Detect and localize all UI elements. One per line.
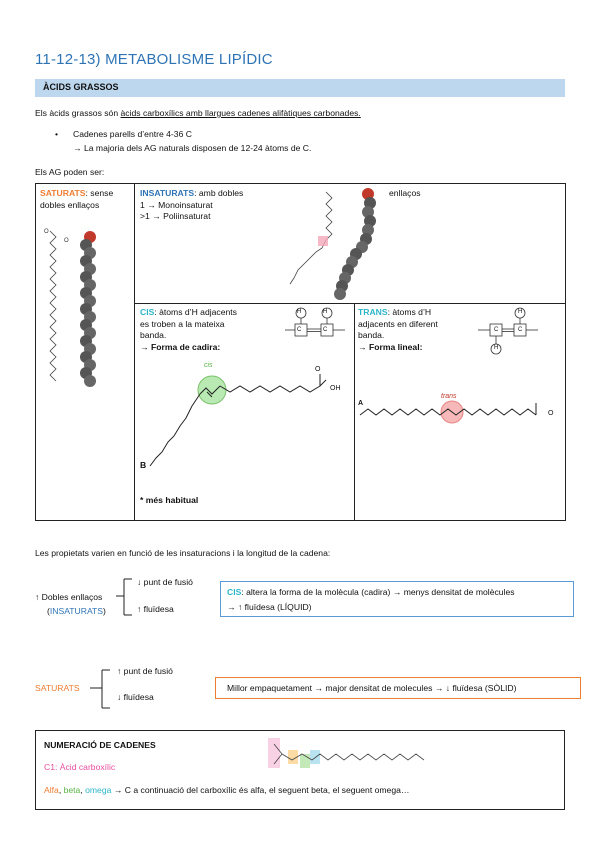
fatty-acid-types-table: SATURATS: sense dobles enllaços INSATURA… bbox=[35, 183, 566, 521]
trans-text: : àtoms d’H bbox=[387, 307, 432, 317]
trans-mark: trans bbox=[441, 393, 457, 400]
saturats-text: : sense bbox=[85, 188, 114, 198]
trans-cell: TRANS: àtoms d’H adjacents en diferent b… bbox=[358, 307, 438, 353]
cis-explanation-box: CIS: altera la forma de la molècula (cad… bbox=[220, 581, 574, 617]
cis-explanation-text: : altera la forma de la molècula (cadira… bbox=[241, 587, 515, 597]
trans-h1: H bbox=[518, 309, 523, 315]
numbered-chain-icon bbox=[268, 738, 425, 768]
cis-mark: cis bbox=[204, 362, 213, 369]
insaturats-paren: (INSATURATS) bbox=[47, 606, 106, 616]
bracket-icon bbox=[116, 578, 132, 616]
separator: , bbox=[58, 785, 64, 795]
poliinsaturat-line: >1 → Poliinsaturat bbox=[140, 211, 211, 221]
insaturats-text-cont: enllaços bbox=[389, 188, 421, 198]
saturats-explanation-box: Millor empaquetament → major densitat de… bbox=[215, 677, 581, 699]
trans-shape: → Forma lineal: bbox=[358, 341, 423, 352]
fluidesa-down: ↓ fluïdesa bbox=[117, 692, 154, 702]
bullet-dot: • bbox=[55, 129, 59, 139]
trans-text-2: adjacents en diferent bbox=[358, 318, 438, 329]
section-header: ÀCIDS GRASSOS bbox=[35, 79, 565, 97]
cis-note: * més habitual bbox=[140, 495, 199, 505]
trans-label-a: A bbox=[358, 400, 364, 407]
saturats-prop-label: SATURATS bbox=[35, 683, 80, 693]
properties-intro: Les propietats varien en funció de les i… bbox=[35, 548, 331, 558]
divider bbox=[134, 303, 566, 304]
paren-open: ( bbox=[47, 606, 50, 616]
dobles-enllacos: ↑ Dobles enllaços bbox=[35, 592, 103, 602]
punt-fusio-down: ↓ punt de fusió bbox=[137, 577, 193, 587]
insaturats-text: : amb dobles bbox=[194, 188, 244, 198]
separator: , bbox=[80, 785, 86, 795]
trans-structure-icon bbox=[478, 307, 538, 355]
svg-text:O: O bbox=[64, 238, 69, 244]
trans-c2: C bbox=[518, 327, 523, 333]
cis-oh-label: OH bbox=[330, 385, 341, 392]
types-intro: Els AG poden ser: bbox=[35, 167, 105, 177]
cis-structure-icon bbox=[285, 307, 345, 337]
cis-cell: CIS: àtoms d’H adjacents es troben a la … bbox=[140, 307, 237, 353]
trans-chain-icon bbox=[359, 400, 537, 424]
saturats-text-2: dobles enllaços bbox=[40, 199, 100, 210]
page-title: 11-12-13) METABOLISME LIPÍDIC bbox=[35, 51, 273, 68]
cis-o-label: O bbox=[315, 366, 321, 373]
saturated-molecule-icon: O O bbox=[44, 229, 96, 387]
section-title: ÀCIDS GRASSOS bbox=[43, 82, 119, 92]
cis-text-2: es troben a la mateixa bbox=[140, 318, 225, 329]
punt-fusio-up: ↑ punt de fusió bbox=[117, 666, 173, 676]
trans-c1: C bbox=[494, 327, 499, 333]
divider bbox=[134, 184, 135, 521]
cis-chain-icon bbox=[149, 374, 327, 467]
numeracio-box: NUMERACIÓ DE CADENES C1: Àcid carboxílic… bbox=[35, 730, 565, 810]
intro-prefix: Els àcids grassos són bbox=[35, 108, 121, 118]
cis-explanation-line1: CIS: altera la forma de la molècula (cad… bbox=[227, 587, 515, 597]
cis-term: CIS bbox=[227, 587, 242, 597]
bullet-subtext: → La majoria dels AG naturals disposen d… bbox=[73, 143, 312, 153]
cis-text-3: banda. bbox=[140, 330, 167, 340]
saturats-explanation: Millor empaquetament → major densitat de… bbox=[227, 683, 517, 693]
cis-c1: C bbox=[297, 327, 302, 333]
unsaturated-molecule-icon bbox=[289, 188, 376, 300]
alfa-beta-omega: Alfa, beta, omega → C a continuació del … bbox=[44, 785, 409, 795]
cis-label: CIS bbox=[140, 307, 155, 317]
cis-label-b: B bbox=[140, 460, 147, 470]
insaturats-label: INSATURATS bbox=[140, 188, 195, 198]
cis-explanation-line2: → ↑ fluïdesa (LÍQUID) bbox=[227, 602, 312, 612]
bullet-text: Cadenes parells d’entre 4-36 C bbox=[73, 129, 192, 139]
cis-text: : àtoms d’H adjacents bbox=[154, 307, 237, 317]
paren-close: ) bbox=[103, 606, 106, 616]
saturats-cell: SATURATS: sense dobles enllaços bbox=[40, 188, 113, 211]
trans-o-label: O bbox=[548, 410, 554, 417]
fluidesa-up: ↑ fluïdesa bbox=[137, 604, 174, 614]
bracket-icon bbox=[90, 669, 110, 709]
c1-carboxilic: C1: Àcid carboxílic bbox=[44, 762, 116, 772]
saturats-label: SATURATS bbox=[40, 188, 86, 198]
omega-term: omega bbox=[85, 785, 112, 795]
intro-underlined: àcids carboxílics amb llargues cadenes a… bbox=[120, 108, 361, 118]
cis-shape: → Forma de cadira: bbox=[140, 341, 221, 352]
insaturats-term: INSATURATS bbox=[49, 606, 104, 616]
beta-term: beta bbox=[63, 785, 81, 795]
alfa-term: Alfa bbox=[44, 785, 59, 795]
trans-h2: H bbox=[494, 345, 499, 351]
numeracio-title: NUMERACIÓ DE CADENES bbox=[44, 740, 156, 750]
divider bbox=[354, 303, 355, 521]
cis-h2: H bbox=[323, 309, 328, 315]
trans-text-3: banda. bbox=[358, 330, 385, 340]
numeracio-explanation: → C a continuació del carboxílic és alfa… bbox=[111, 785, 410, 795]
insaturats-cell: INSATURATS: amb dobles 1 → Monoinsaturat… bbox=[140, 188, 243, 223]
svg-text:O: O bbox=[44, 229, 49, 235]
cis-c2: C bbox=[323, 327, 328, 333]
trans-label: TRANS bbox=[358, 307, 388, 317]
intro-paragraph: Els àcids grassos són àcids carboxílics … bbox=[35, 108, 361, 118]
monoinsaturat-line: 1 → Monoinsaturat bbox=[140, 199, 213, 210]
cis-h1: H bbox=[297, 309, 302, 315]
